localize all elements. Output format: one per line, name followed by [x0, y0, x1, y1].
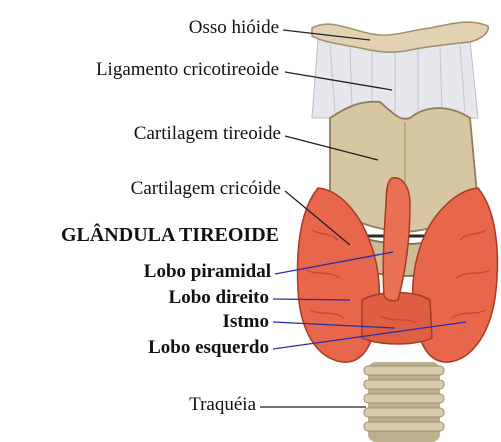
- label-hyoid-bone: Osso hióide: [189, 17, 279, 39]
- label-right-lobe: Lobo direito: [169, 287, 269, 309]
- label-pyramidal-lobe: Lobo piramidal: [144, 261, 271, 283]
- label-isthmus: Istmo: [223, 311, 269, 333]
- label-thyroid-cartilage: Cartilagem tireoide: [134, 123, 281, 145]
- label-thyroid-gland-heading: GLÂNDULA TIREOIDE: [61, 224, 279, 247]
- label-cricothyroid-ligament: Ligamento cricotireoide: [96, 59, 279, 81]
- label-trachea: Traquéia: [189, 394, 256, 416]
- thyroid-gland-shape: [298, 178, 498, 362]
- label-left-lobe: Lobo esquerdo: [148, 337, 269, 359]
- trachea-rings: [364, 362, 444, 442]
- label-cricoid-cartilage: Cartilagem cricóide: [131, 178, 281, 200]
